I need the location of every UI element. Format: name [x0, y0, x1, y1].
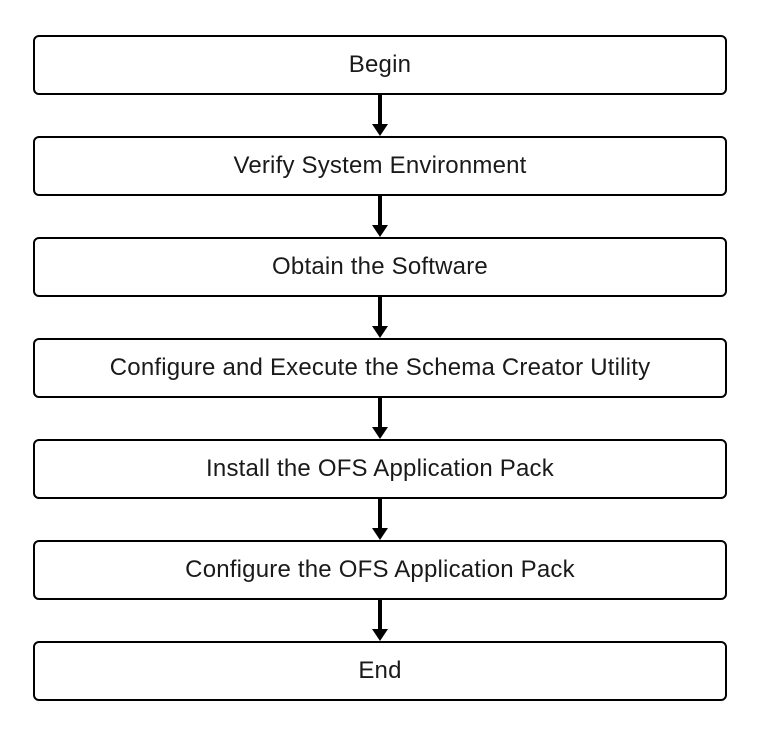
arrow-down-icon: [372, 629, 388, 641]
arrow-down-icon: [372, 124, 388, 136]
flow-arrow-2: [33, 196, 727, 237]
arrow-down-icon: [372, 326, 388, 338]
arrow-shaft: [378, 398, 382, 427]
arrow-down-icon: [372, 528, 388, 540]
arrow-shaft: [378, 600, 382, 629]
arrow-shaft: [378, 297, 382, 326]
flow-node-configure-the-ofs-application-pack: Configure the OFS Application Pack: [33, 540, 727, 600]
flow-node-obtain-the-software: Obtain the Software: [33, 237, 727, 297]
flow-arrow-3: [33, 297, 727, 338]
flow-node-configure-and-execute-schema-creator-utility: Configure and Execute the Schema Creator…: [33, 338, 727, 398]
arrow-down-icon: [372, 427, 388, 439]
flow-node-end: End: [33, 641, 727, 701]
flow-node-verify-system-environment: Verify System Environment: [33, 136, 727, 196]
arrow-down-icon: [372, 225, 388, 237]
flow-arrow-5: [33, 499, 727, 540]
flow-arrow-4: [33, 398, 727, 439]
arrow-shaft: [378, 499, 382, 528]
flow-node-install-the-ofs-application-pack: Install the OFS Application Pack: [33, 439, 727, 499]
arrow-shaft: [378, 196, 382, 225]
flow-node-begin: Begin: [33, 35, 727, 95]
arrow-shaft: [378, 95, 382, 124]
flow-arrow-1: [33, 95, 727, 136]
flow-arrow-6: [33, 600, 727, 641]
